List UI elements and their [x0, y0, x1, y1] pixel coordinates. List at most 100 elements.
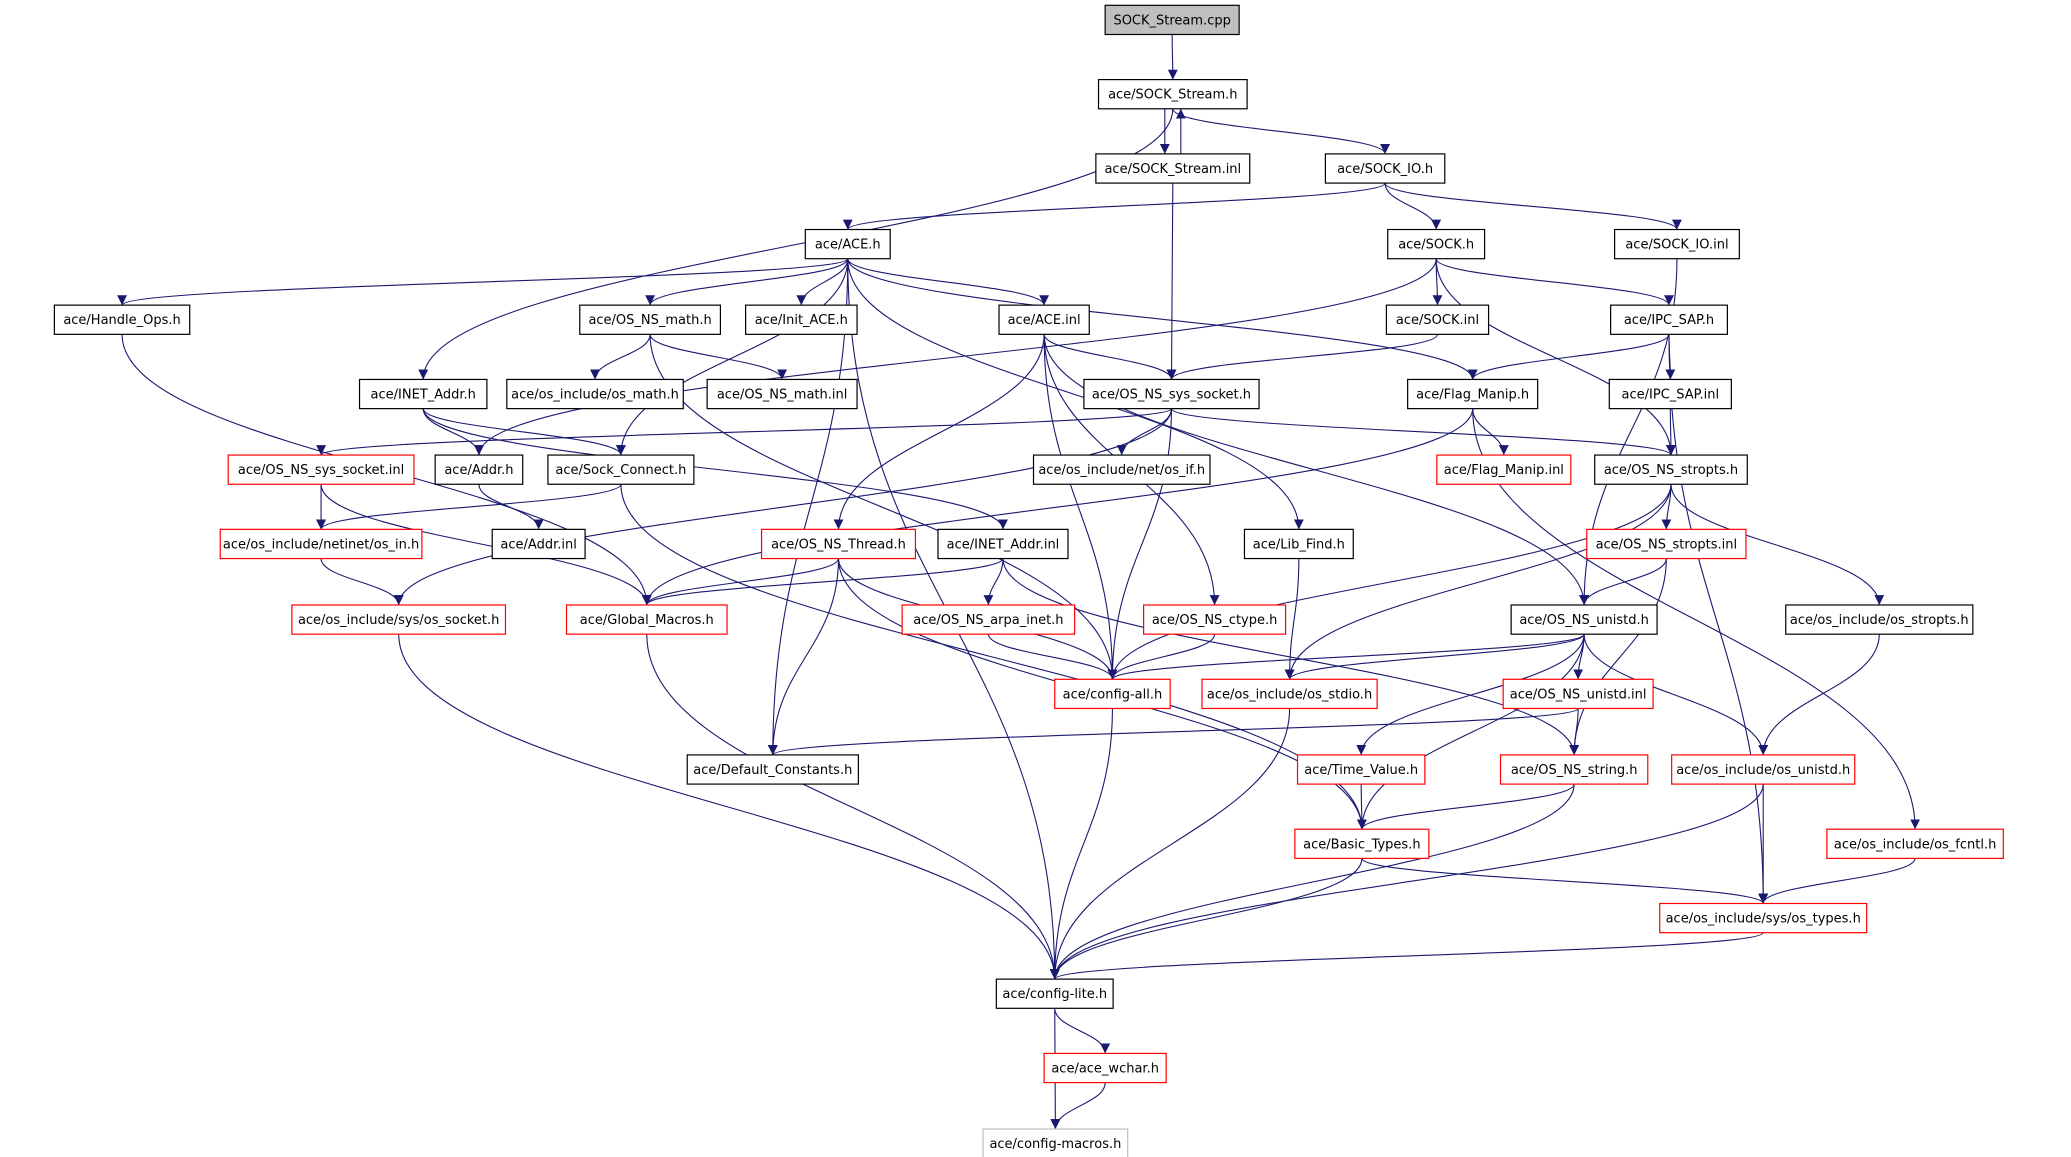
node-os-ns-string-h[interactable]: ace/OS_NS_string.h — [1499, 754, 1649, 785]
node-label: ace/config-lite.h — [1002, 987, 1107, 1002]
node-label: ace/OS_NS_Thread.h — [771, 537, 906, 552]
node-os-in-h[interactable]: ace/os_include/netinet/os_in.h — [219, 528, 423, 560]
edge-layer — [117, 34, 1921, 1130]
node-box — [1614, 228, 1740, 260]
edge-os_stropts_h-to-os_unistd_h — [1758, 634, 1880, 755]
node-box — [1499, 754, 1649, 785]
node-label: ace/os_include/os_stropts.h — [1790, 613, 1969, 628]
node-ace-inl[interactable]: ace/ACE.inl — [998, 304, 1090, 335]
node-init-ace-h[interactable]: ace/Init_ACE.h — [745, 304, 858, 335]
node-os-if-h[interactable]: ace/os_include/net/os_if.h — [1032, 454, 1211, 485]
node-box — [227, 454, 415, 485]
node-time-value-h[interactable]: ace/Time_Value.h — [1296, 754, 1426, 785]
node-label: ace/OS_NS_unistd.h — [1519, 613, 1649, 628]
node-label: ace/INET_Addr.h — [371, 388, 476, 403]
node-os-stropts-h[interactable]: ace/os_include/os_stropts.h — [1785, 604, 1974, 635]
node-box — [995, 978, 1114, 1009]
edge-os_ns_thread_h-to-default_constants_h — [767, 558, 840, 755]
node-os-ns-math-inl[interactable]: ace/OS_NS_math.inl — [706, 378, 858, 410]
node-default-constants-h[interactable]: ace/Default_Constants.h — [686, 754, 859, 785]
node-ace-wchar-h[interactable]: ace/ace_wchar.h — [1043, 1052, 1167, 1084]
node-os-fcntl-h[interactable]: ace/os_include/os_fcntl.h — [1826, 828, 2004, 859]
node-box — [998, 304, 1090, 335]
node-box — [291, 604, 507, 635]
node-basic-types-h[interactable]: ace/Basic_Types.h — [1294, 828, 1430, 859]
node-os-ns-sys-socket-h[interactable]: ace/OS_NS_sys_socket.h — [1083, 378, 1260, 410]
edge-sock_inl-to-os_ns_sys_socket_h — [1166, 334, 1439, 380]
node-config-lite-h[interactable]: ace/config-lite.h — [995, 978, 1114, 1009]
edge-ace_h-to-handle_ops_h — [117, 258, 849, 306]
node-label: ace/Addr.h — [444, 463, 513, 478]
node-handle-ops-h[interactable]: ace/Handle_Ops.h — [53, 304, 191, 335]
node-label: ace/os_include/netinet/os_in.h — [223, 537, 419, 552]
node-global-macros-h[interactable]: ace/Global_Macros.h — [565, 604, 728, 635]
edge-sock_h-to-os_ns_stropts_h — [1435, 258, 1676, 456]
node-addr-h[interactable]: ace/Addr.h — [434, 454, 524, 485]
node-label: ace/os_include/sys/os_types.h — [1666, 912, 1861, 927]
node-label: ace/SOCK_IO.h — [1337, 162, 1433, 177]
edge-ace_inl-to-config_all_h — [1043, 334, 1118, 680]
node-os-ns-unistd-inl[interactable]: ace/OS_NS_unistd.inl — [1502, 678, 1654, 710]
edge-os_ns_stropts_h-to-os_stropts_h — [1670, 484, 1885, 605]
node-box — [901, 604, 1076, 635]
node-addr-inl[interactable]: ace/Addr.inl — [491, 528, 586, 560]
edge-ace_h-to-flag_manip_h — [847, 258, 1478, 380]
node-sock-inl[interactable]: ace/SOCK.inl — [1385, 304, 1490, 335]
node-sock-connect-h[interactable]: ace/Sock_Connect.h — [547, 454, 695, 485]
edge-ace_wchar_h-to-config_macros_h — [1050, 1082, 1106, 1130]
node-box — [1510, 604, 1658, 635]
edge-os_ns_sys_socket_h-to-os_ns_sys_socket_inl — [316, 408, 1173, 456]
node-flag-manip-h[interactable]: ace/Flag_Manip.h — [1407, 378, 1539, 410]
edge-os_ns_unistd_inl-to-default_constants_h — [768, 707, 1579, 756]
edge-inet_addr_inl-to-os_ns_string_h — [1002, 558, 1580, 755]
edge-flag_manip_h-to-global_macros_h — [641, 408, 1474, 605]
node-os-ns-stropts-inl[interactable]: ace/OS_NS_stropts.inl — [1586, 528, 1747, 560]
node-inet-addr-h[interactable]: ace/INET_Addr.h — [358, 378, 488, 410]
node-sock-io-h[interactable]: ace/SOCK_IO.h — [1324, 153, 1446, 184]
node-os-unistd-h[interactable]: ace/os_include/os_unistd.h — [1671, 754, 1856, 785]
node-config-all-h[interactable]: ace/config-all.h — [1054, 678, 1171, 710]
edge-ace_h-to-init_ace_h — [796, 258, 849, 306]
node-os-socket-h[interactable]: ace/os_include/sys/os_socket.h — [291, 604, 507, 635]
node-ipc-sap-inl[interactable]: ace/IPC_SAP.inl — [1608, 378, 1732, 410]
edge-sock_stream_h-to-sock_io_h — [1172, 108, 1390, 155]
node-inet-addr-inl[interactable]: ace/INET_Addr.inl — [937, 528, 1069, 560]
node-os-ns-unistd-h[interactable]: ace/OS_NS_unistd.h — [1510, 604, 1658, 635]
node-sock-stream-h[interactable]: ace/SOCK_Stream.h — [1097, 79, 1248, 110]
node-box — [686, 754, 859, 785]
edge-addr_h-to-addr_inl — [478, 484, 544, 530]
node-os-types-h[interactable]: ace/os_include/sys/os_types.h — [1659, 902, 1868, 934]
node-sock-h[interactable]: ace/SOCK.h — [1387, 228, 1486, 260]
edge-sock_stream_inl-to-os_ns_sys_socket_h — [1166, 183, 1177, 380]
node-label: ace/os_include/os_stdio.h — [1207, 687, 1372, 702]
node-ipc-sap-h[interactable]: ace/IPC_SAP.h — [1610, 304, 1728, 335]
node-os-ns-sys-socket-inl[interactable]: ace/OS_NS_sys_socket.inl — [227, 454, 415, 485]
node-sock-io-inl[interactable]: ace/SOCK_IO.inl — [1614, 228, 1740, 260]
node-box — [565, 604, 728, 635]
edge-os_ns_math_h-to-os_math_h — [590, 334, 651, 380]
edge-basic_types_h-to-os_types_h — [1361, 857, 1768, 904]
node-label: ace/SOCK_Stream.h — [1108, 88, 1238, 103]
node-ace-h[interactable]: ace/ACE.h — [804, 228, 891, 260]
node-label: ace/OS_NS_arpa_inet.h — [913, 613, 1063, 628]
edge-sock_io_h-to-sock_io_inl — [1384, 182, 1682, 230]
node-label: ace/ace_wchar.h — [1051, 1062, 1159, 1077]
node-box — [1043, 1052, 1167, 1084]
node-flag-manip-inl[interactable]: ace/Flag_Manip.inl — [1436, 454, 1572, 485]
node-os-math-h[interactable]: ace/os_include/os_math.h — [506, 378, 684, 410]
node-os-ns-arpa-inet-h[interactable]: ace/OS_NS_arpa_inet.h — [901, 604, 1076, 635]
node-config-macros-h[interactable]: ace/config-macros.h — [982, 1128, 1129, 1157]
node-os-ns-stropts-h[interactable]: ace/OS_NS_stropts.h — [1594, 454, 1748, 485]
node-os-stdio-h[interactable]: ace/os_include/os_stdio.h — [1201, 678, 1378, 710]
edge-sock_connect_h-to-os_in_h — [316, 483, 622, 530]
node-box — [1826, 828, 2004, 859]
node-os-ns-math-h[interactable]: ace/OS_NS_math.h — [579, 304, 722, 335]
node-sock-stream-inl[interactable]: ace/SOCK_Stream.inl — [1095, 153, 1251, 184]
node-lib-find-h[interactable]: ace/Lib_Find.h — [1243, 528, 1354, 560]
node-os-ns-thread-h[interactable]: ace/OS_NS_Thread.h — [760, 528, 917, 560]
node-label: ace/INET_Addr.inl — [947, 537, 1060, 552]
node-label: ace/Handle_Ops.h — [63, 313, 180, 328]
edge-os_ns_sys_socket_h-to-config_all_h — [1107, 408, 1173, 680]
node-os-ns-ctype-h[interactable]: ace/OS_NS_ctype.h — [1143, 604, 1287, 635]
edge-sock_h-to-addr_h — [474, 258, 1437, 456]
